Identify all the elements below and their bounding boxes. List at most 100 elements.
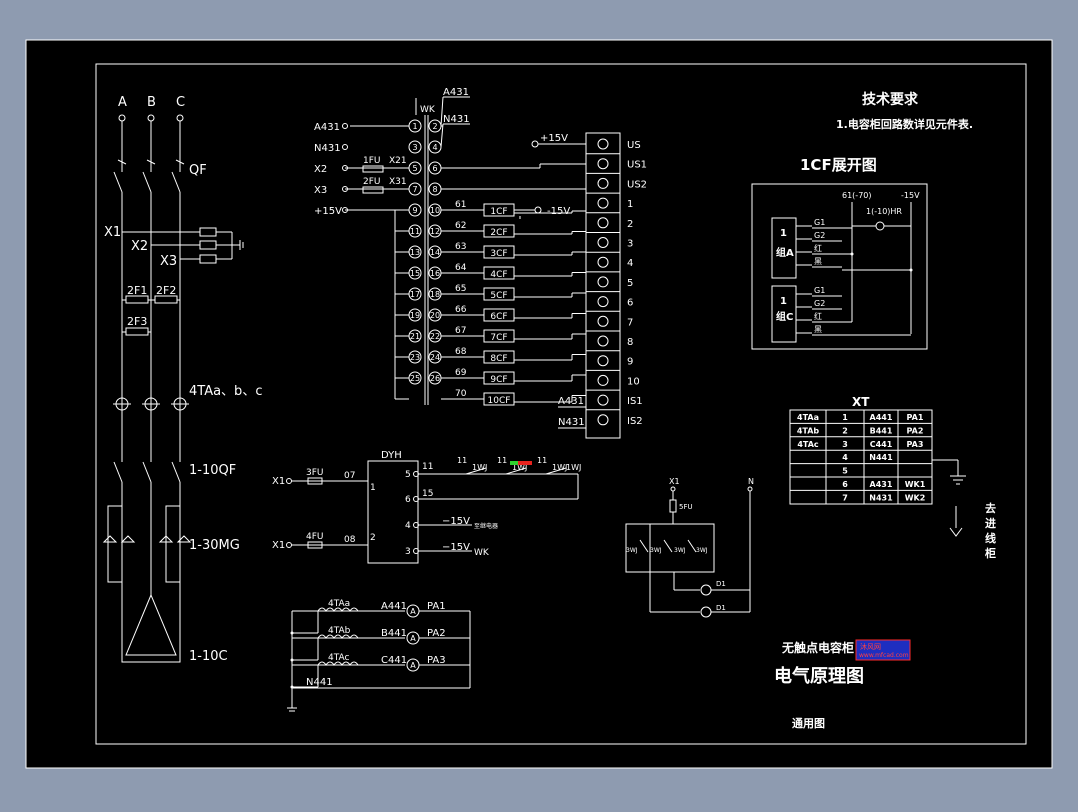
strip-label: 1: [627, 199, 633, 210]
xt-cell: WK2: [905, 493, 926, 502]
xt-cell: 4TAc: [797, 440, 819, 449]
xt-cell: 4TAa: [797, 413, 819, 422]
strip-label: 2: [627, 219, 633, 230]
terminal-left-13: [408, 245, 422, 259]
meter-ta: 4TAc: [328, 653, 350, 663]
tech-title: 技术要求: [862, 91, 919, 108]
dyh-p4: 4: [405, 521, 411, 531]
expand-g1: 61(-70): [842, 191, 872, 200]
cf-m15v: -15V: [547, 206, 570, 217]
xt-cell: 5: [842, 467, 848, 476]
terminal-top-a431: A431: [443, 87, 469, 98]
strip-terminal: [597, 237, 609, 248]
strip-terminal: [597, 158, 609, 170]
cf-box: [483, 392, 515, 406]
dyh-small: 至继电器: [474, 522, 498, 530]
expand-pin: 红: [814, 243, 822, 253]
to-panel-char: 线: [985, 531, 996, 545]
xt-cell: 4TAb: [797, 426, 820, 435]
xt-cell: C441: [870, 440, 893, 449]
terminal-right-num: 16: [430, 269, 440, 278]
dyh-4fu: 4FU: [306, 532, 324, 542]
meter-ta: 4TAb: [328, 626, 351, 636]
cf-box: [483, 350, 515, 364]
cf-box-label: 5CF: [490, 291, 507, 301]
dyh-in1: 1: [370, 483, 376, 493]
drawing-border: [95, 63, 1027, 745]
terminal-left-25: [408, 371, 422, 385]
tech-requirements: 技术要求 1.电容柜回路数详见元件表.: [836, 91, 973, 131]
primary-circuit: A B C QF X1 X2 X3: [102, 95, 262, 664]
strip-p15v: +15V: [540, 133, 568, 144]
strip-terminal: [597, 414, 609, 426]
cf-box-label: 1CF: [490, 207, 507, 217]
relay-label: 11: [537, 456, 547, 465]
expand-m15v: -15V: [901, 191, 920, 200]
cf-wire-label: 61: [455, 200, 466, 210]
group-a-num: 1: [780, 228, 787, 239]
cf-wire-label: 64: [455, 263, 467, 273]
terminal-n431-right: N431: [443, 114, 470, 125]
xt-cell: N431: [869, 493, 893, 502]
terminal-block: A431 WK N431 A431 N431 X2 X3 +15V 1FU 2F…: [314, 87, 586, 406]
phase-b-label: B: [147, 95, 156, 110]
svg-text:A: A: [410, 661, 416, 670]
xt-cell: PA1: [907, 413, 924, 422]
terminal-left-num: 5: [412, 164, 417, 173]
title-name: 无触点电容柜: [781, 640, 854, 655]
to-panel-char: 柜: [984, 546, 996, 560]
sub-d2: D1: [716, 604, 726, 612]
cf-wire-label: 67: [455, 326, 466, 336]
sub-sw3: 3WJ: [674, 547, 686, 554]
expand-pin: 红: [814, 311, 822, 321]
cf-box-label: 3CF: [490, 249, 507, 259]
xt-cell: 6: [842, 480, 848, 489]
xt-cell: WK1: [905, 480, 926, 489]
terminal-x31: X31: [389, 177, 407, 187]
xt-cell: 7: [842, 493, 848, 502]
dyh-w15: 15: [422, 489, 433, 499]
title-stamp: [855, 639, 911, 661]
svg-text:A: A: [410, 634, 416, 643]
expand-pin: G1: [814, 218, 825, 227]
meter-ta: 4TAa: [328, 599, 350, 609]
relay-name: 1WJ: [512, 463, 527, 472]
cf-box-label: 10CF: [488, 396, 511, 406]
group-c-txt: 组C: [776, 310, 793, 323]
relay-name: 1WJ: [552, 463, 567, 472]
cf-wire-label: 69: [455, 368, 467, 378]
relay-name: 1WJ: [566, 463, 581, 472]
strip-label: 6: [627, 298, 633, 309]
terminal-right-num: 6: [432, 164, 437, 173]
dyh-wk: WK: [474, 548, 490, 558]
cf-wire-label: 68: [455, 347, 467, 357]
terminal-x21: X21: [389, 156, 407, 166]
cf-box: [483, 245, 515, 259]
terminal-right-num: 22: [430, 332, 440, 341]
cf-expansion: 1CF展开图 61(-70) -15V 1(-10)HR 1 组A 1 组C G…: [751, 156, 928, 350]
phase-c-label: C: [176, 95, 185, 110]
dyh-08: 08: [344, 535, 356, 545]
relay-label: 11: [497, 456, 507, 465]
dyh-p6: 6: [405, 495, 411, 505]
cf-box: [483, 308, 515, 322]
strip-terminal: [597, 217, 609, 229]
tech-line1: 1.电容柜回路数详见元件表.: [836, 117, 973, 131]
fuse-2f2-label: 2F2: [156, 284, 176, 297]
svg-text:A: A: [410, 607, 416, 616]
group-a-txt: 组A: [776, 246, 794, 259]
expand-title: 1CF展开图: [800, 156, 877, 174]
phase-a-label: A: [118, 95, 127, 110]
terminal-right-num: 18: [430, 290, 440, 299]
terminal-wk-label: WK: [420, 105, 436, 115]
strip-label: 7: [627, 317, 633, 328]
terminal-left-num: 7: [412, 185, 417, 194]
strip-terminal: [597, 335, 609, 347]
x3-label: X3: [160, 254, 177, 269]
cf-box: [483, 371, 515, 385]
terminal-left-7: [408, 182, 422, 196]
cf-wire-label: 70: [455, 389, 467, 399]
cf-box: [483, 266, 515, 280]
strip-n431: N431: [558, 417, 585, 428]
